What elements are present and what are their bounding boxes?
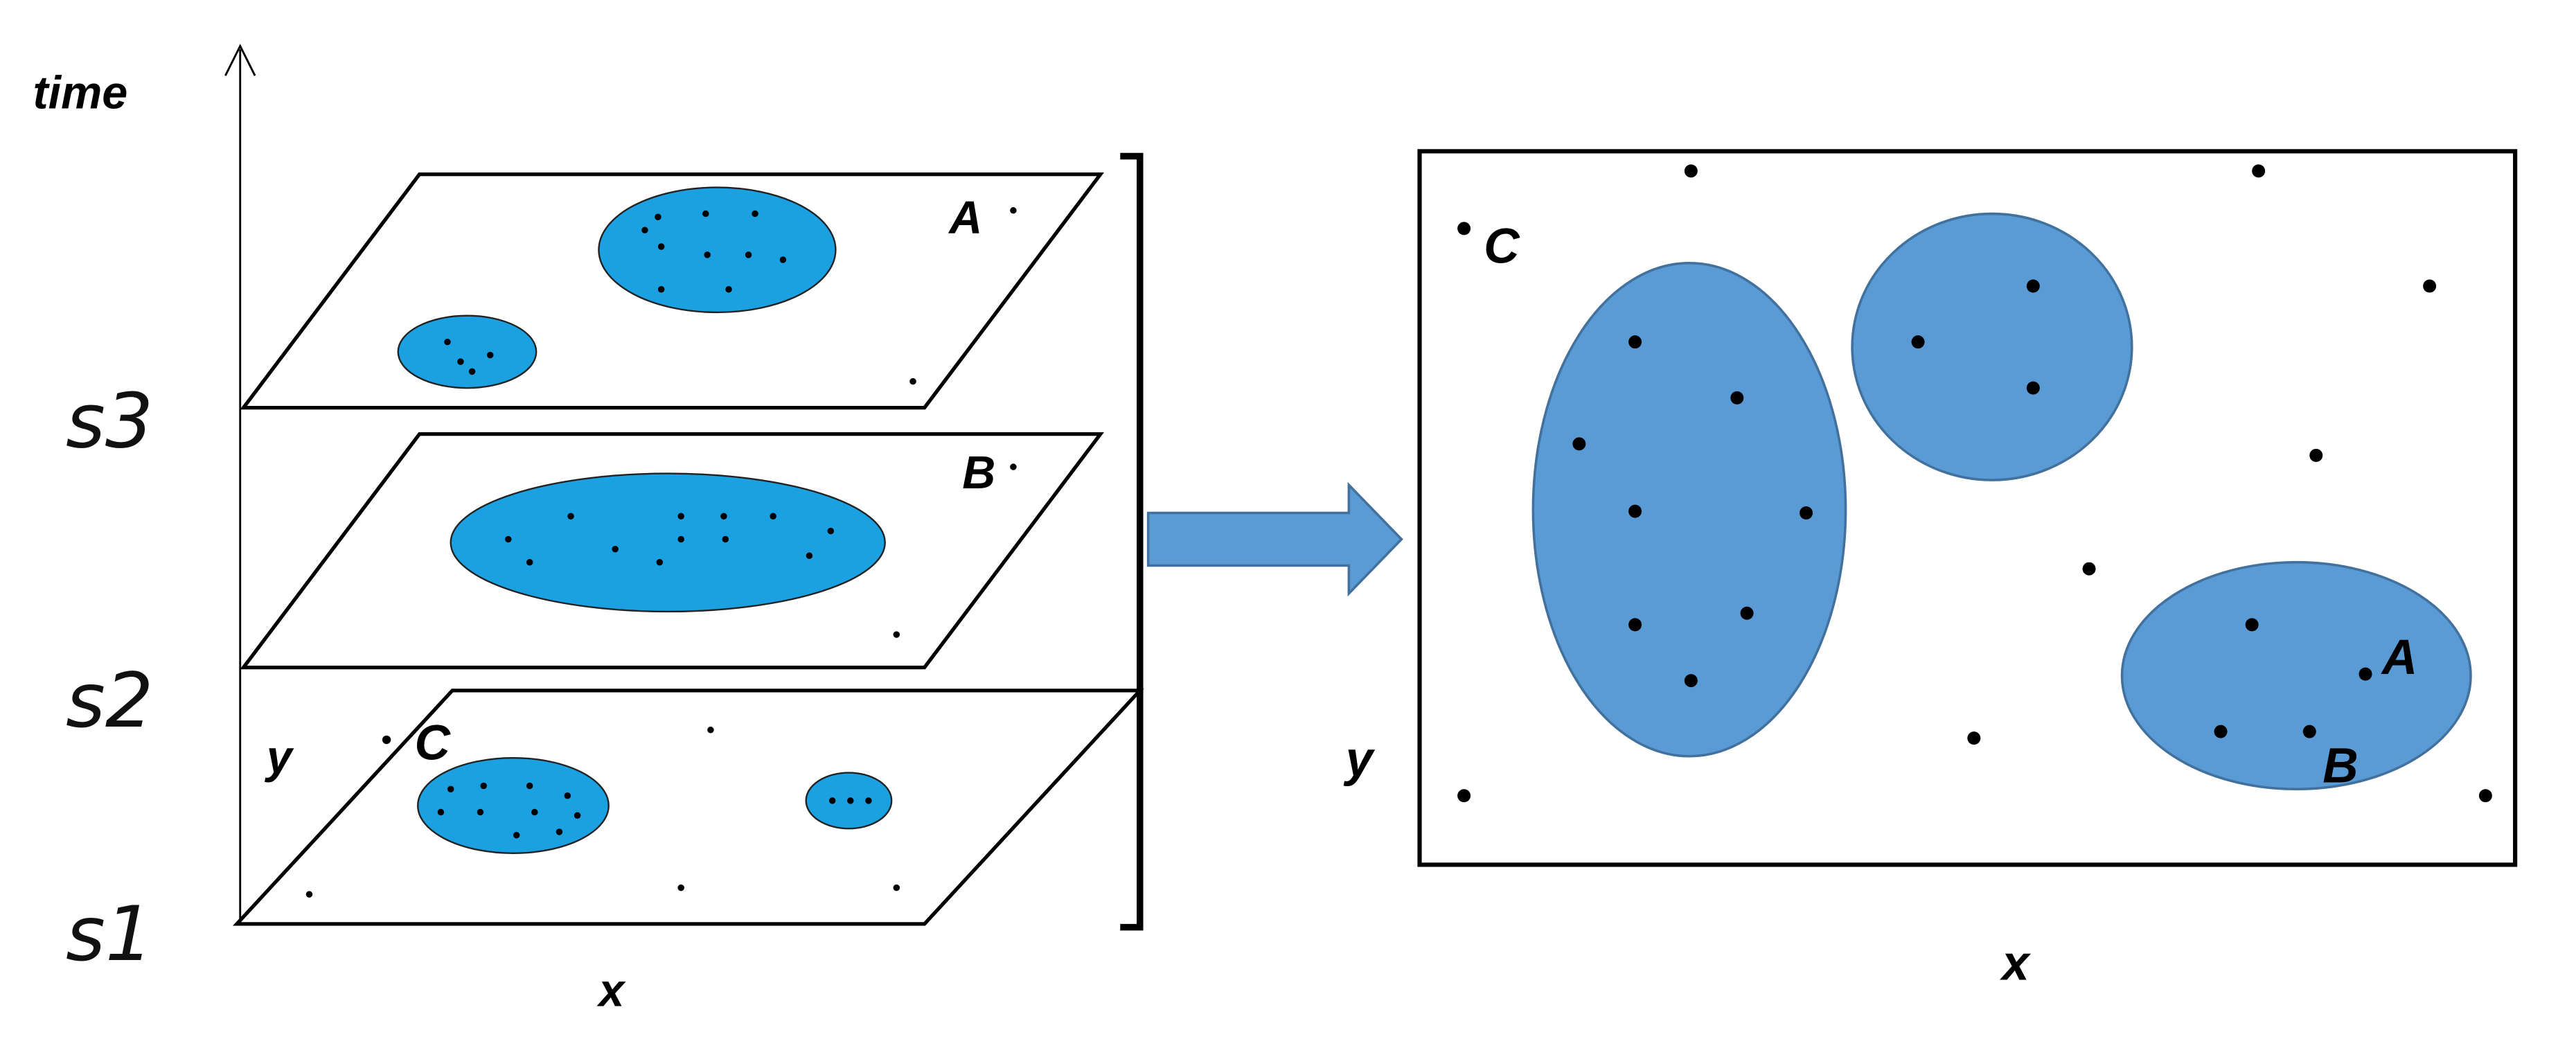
slice-s1-plane bbox=[233, 689, 1144, 926]
slice-s3-label: s3 bbox=[66, 378, 153, 465]
left-x-axis-label: x bbox=[596, 966, 626, 1017]
time-axis-label: time bbox=[33, 68, 127, 119]
point-label-B-merged: B bbox=[2322, 739, 2358, 794]
slice-s3-cluster-large bbox=[598, 186, 837, 314]
point-label-C-merged: C bbox=[1484, 220, 1520, 274]
slice-s2-label: s2 bbox=[66, 657, 153, 745]
slice-s3-cluster-small bbox=[397, 314, 538, 389]
right-x-axis-label: x bbox=[1999, 936, 2032, 991]
slice-s3-points bbox=[444, 207, 1017, 385]
point-label-B-slice: B bbox=[962, 447, 995, 499]
slice-s1-points bbox=[305, 727, 900, 898]
point-label-C-slice: C bbox=[414, 716, 451, 771]
slice-s2: B s2 bbox=[66, 432, 1105, 745]
merged-points bbox=[1457, 164, 2492, 803]
slice-s3: A s3 bbox=[66, 172, 1105, 465]
transform-arrow bbox=[1146, 481, 1403, 597]
right-y-axis-label: y bbox=[1344, 732, 1376, 787]
slice-s2-points bbox=[505, 463, 1017, 638]
merged-panel: C A B bbox=[1417, 149, 2518, 867]
slice-s1: C y s1 bbox=[66, 689, 1144, 978]
left-y-axis-label: y bbox=[265, 732, 294, 783]
slice-s1-label: s1 bbox=[66, 890, 153, 978]
merged-cluster-left bbox=[1531, 261, 1847, 758]
time-axis: time bbox=[33, 44, 256, 921]
point-label-A-merged: A bbox=[2381, 630, 2417, 685]
stack-bracket bbox=[1120, 152, 1144, 931]
merged-cluster-top bbox=[1851, 212, 2133, 481]
slice-s2-cluster bbox=[450, 472, 886, 613]
merged-cluster-right bbox=[2120, 560, 2472, 791]
point-label-A-slice: A bbox=[948, 193, 982, 244]
slice-s1-cluster-large bbox=[417, 756, 610, 854]
